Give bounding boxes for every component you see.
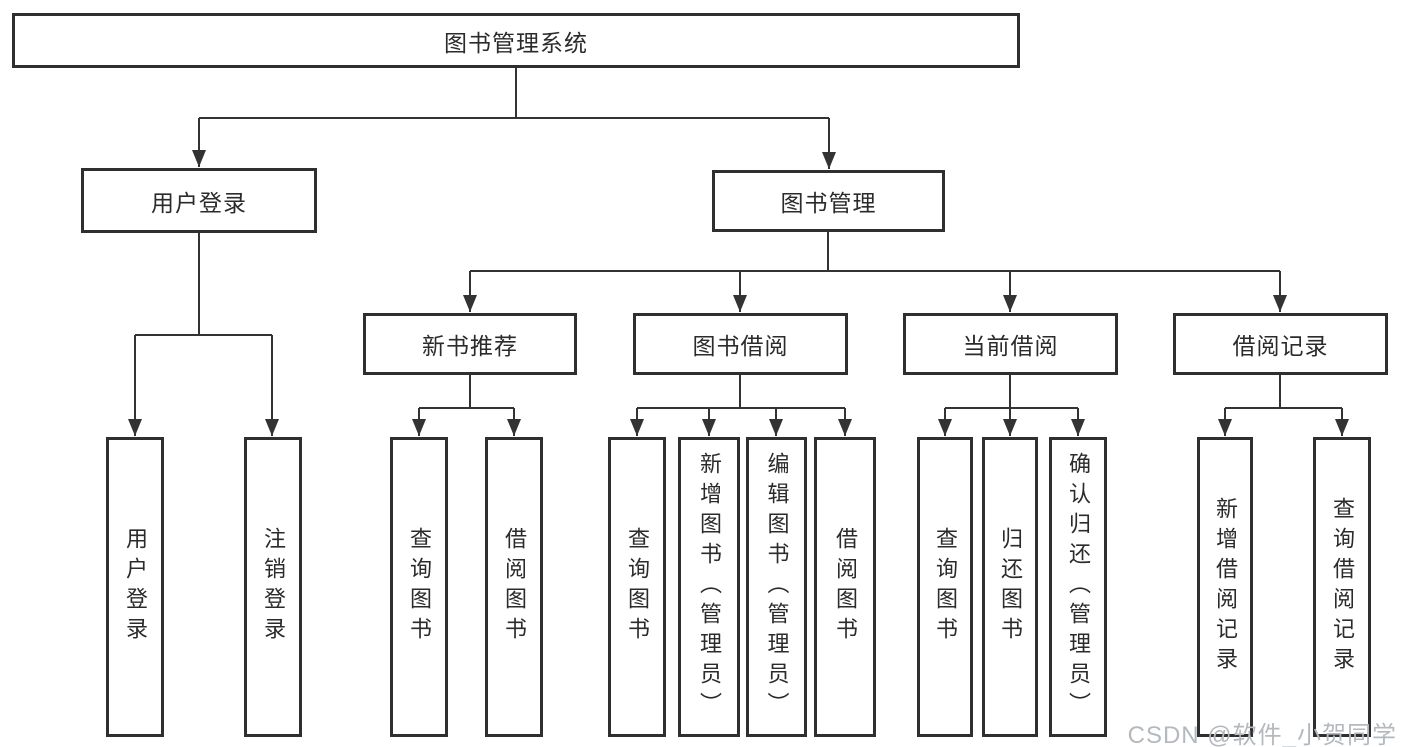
leaf-add-borrow-record: 新增借阅记录: [1197, 437, 1253, 737]
leaf-user-login: 用户登录: [106, 437, 164, 737]
leaf-edit-book-admin: 编辑图书（管理员）: [746, 437, 807, 737]
node-book-borrowing: 图书借阅: [633, 313, 848, 375]
node-borrowing-records: 借阅记录: [1173, 313, 1388, 375]
csdn-watermark: CSDN @软件_小贺同学: [1127, 722, 1397, 747]
leaf-borrow-books-recommend: 借阅图书: [485, 437, 543, 737]
leaf-query-borrow-record: 查询借阅记录: [1313, 437, 1371, 737]
node-current-borrowing: 当前借阅: [903, 313, 1118, 375]
leaf-confirm-return-admin: 确认归还（管理员）: [1049, 437, 1107, 737]
leaf-query-books-recommend: 查询图书: [390, 437, 448, 737]
node-user-login-branch: 用户登录: [81, 168, 317, 233]
leaf-return-books: 归还图书: [982, 437, 1038, 737]
node-library-system-root: 图书管理系统: [12, 13, 1020, 68]
leaf-logout: 注销登录: [244, 437, 302, 737]
leaf-query-books-current: 查询图书: [917, 437, 973, 737]
leaf-borrow-books-borrowing: 借阅图书: [814, 437, 876, 737]
node-new-book-recommend: 新书推荐: [363, 313, 577, 375]
leaf-query-books-borrowing: 查询图书: [608, 437, 666, 737]
node-book-management-branch: 图书管理: [712, 170, 945, 232]
leaf-add-book-admin: 新增图书（管理员）: [678, 437, 740, 737]
